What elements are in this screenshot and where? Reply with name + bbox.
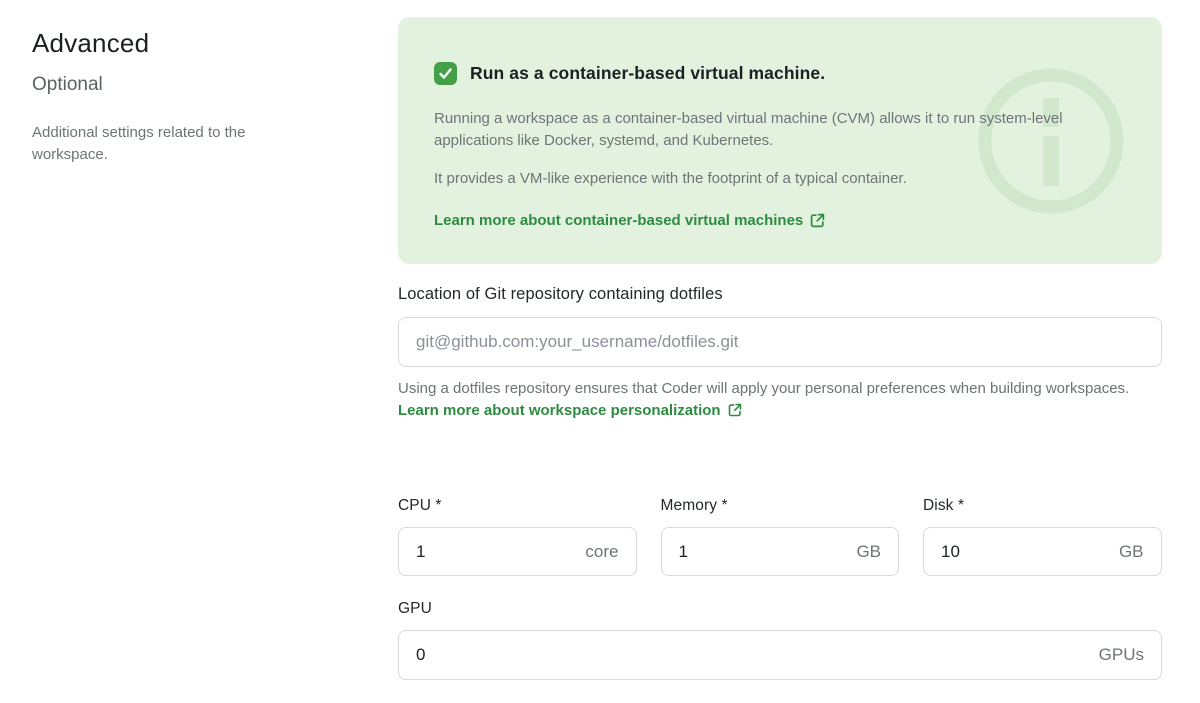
section-info-column: Advanced Optional Additional settings re…: [0, 17, 398, 680]
disk-input-wrap: GB: [923, 527, 1162, 576]
disk-label: Disk *: [923, 497, 965, 514]
dotfiles-input[interactable]: [416, 332, 1144, 352]
cvm-paragraph-2: It provides a VM-like experience with th…: [434, 170, 907, 187]
cpu-input-wrap: core: [398, 527, 637, 576]
advanced-settings-section: Advanced Optional Additional settings re…: [0, 17, 1162, 680]
gpu-unit-suffix: GPUs: [1098, 645, 1144, 664]
dotfiles-helper-label: Using a dotfiles repository ensures that…: [398, 380, 1130, 397]
dotfiles-input-wrap: [398, 317, 1162, 367]
memory-unit-suffix: GB: [856, 541, 881, 561]
cpu-unit-suffix: core: [585, 541, 619, 561]
disk-unit-suffix: GB: [1118, 541, 1144, 561]
section-description: Additional settings related to the works…: [32, 124, 246, 163]
dotfiles-label: Location of Git repository containing do…: [398, 285, 723, 303]
gpu-input-wrap: GPUs: [398, 630, 1162, 680]
gpu-label: GPU: [398, 600, 432, 617]
disk-input[interactable]: [941, 541, 1107, 562]
resources-group: CPU * core Memory * GB Disk *: [398, 497, 1162, 680]
resources-row: CPU * core Memory * GB Disk *: [398, 497, 1162, 576]
cvm-checkbox[interactable]: [434, 62, 457, 85]
cpu-field-group: CPU * core: [398, 497, 637, 576]
cpu-label: CPU *: [398, 497, 442, 514]
disk-field-group: Disk * GB: [923, 497, 1162, 576]
cvm-title: Run as a container-based virtual machine…: [470, 63, 826, 83]
gpu-field-group: GPU GPUs: [398, 600, 1162, 680]
external-link-icon: [811, 213, 825, 228]
memory-field-group: Memory * GB: [660, 497, 899, 576]
cpu-input[interactable]: [416, 541, 574, 562]
external-link-icon: [728, 403, 741, 417]
memory-input[interactable]: [678, 541, 845, 562]
memory-label: Memory *: [660, 497, 728, 514]
page-title: Advanced: [32, 28, 150, 58]
memory-input-wrap: GB: [660, 527, 899, 576]
dotfiles-helper-text: Using a dotfiles repository ensures that…: [398, 378, 1162, 421]
section-subtitle: Optional: [32, 74, 103, 95]
cvm-learn-more-link[interactable]: Learn more about container-based virtual…: [434, 212, 825, 229]
dotfiles-learn-more-label: Learn more about workspace personalizati…: [398, 401, 721, 419]
gpu-input[interactable]: [416, 645, 1087, 665]
cvm-checkbox-row: Run as a container-based virtual machine…: [434, 62, 1126, 85]
cvm-info-panel: Run as a container-based virtual machine…: [398, 17, 1162, 264]
dotfiles-field-group: Location of Git repository containing do…: [398, 285, 1162, 421]
cvm-paragraph-1: Running a workspace as a container-based…: [434, 110, 1063, 149]
check-icon: [439, 68, 452, 79]
dotfiles-learn-more-link[interactable]: Learn more about workspace personalizati…: [398, 400, 742, 422]
cvm-learn-more-label: Learn more about container-based virtual…: [434, 212, 804, 229]
form-column: Run as a container-based virtual machine…: [398, 17, 1162, 680]
